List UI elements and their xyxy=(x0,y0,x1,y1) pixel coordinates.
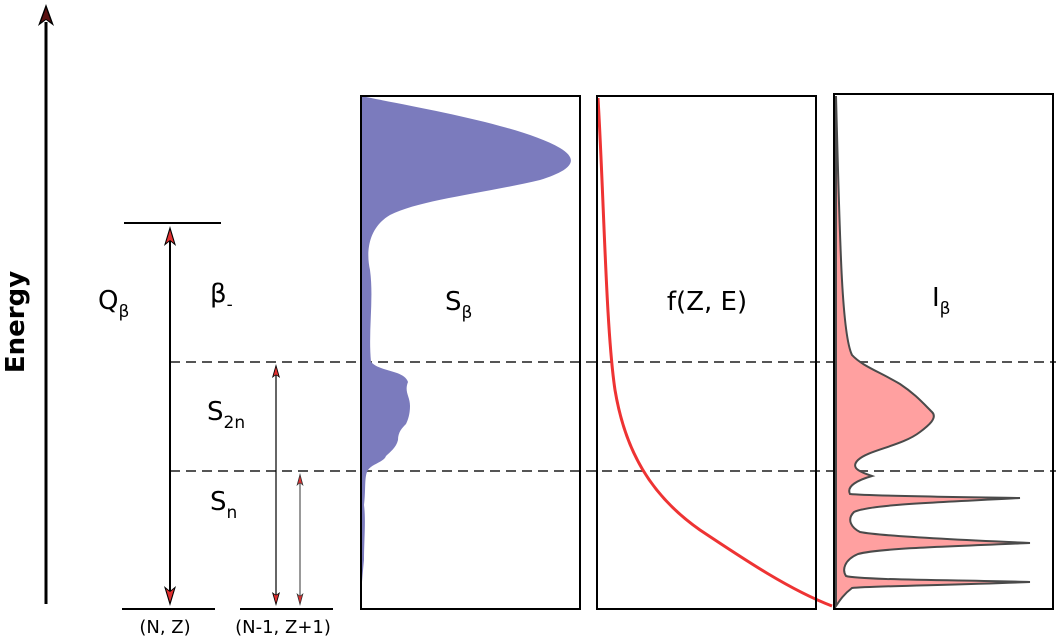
fermi-panel: f(Z, E) xyxy=(596,95,833,610)
fermi-panel-label: f(Z, E) xyxy=(667,287,747,317)
fermi-curve xyxy=(596,97,833,608)
strength-panel: Sβ xyxy=(360,95,581,610)
strength-distribution xyxy=(361,96,571,600)
q-beta-label: Qβ xyxy=(98,286,129,322)
strength-panel-frame xyxy=(360,95,581,610)
intensity-distribution xyxy=(835,95,1031,610)
energy-axis-label: Energy xyxy=(1,271,31,373)
daughter-nucleus-label: (N-1, Z+1) xyxy=(235,617,331,638)
sn-arrow xyxy=(296,473,304,606)
s2n-arrow xyxy=(272,364,280,606)
intensity-panel-label: Iβ xyxy=(932,283,951,319)
intensity-panel-frame xyxy=(833,93,1054,610)
parent-nucleus-label: (N, Z) xyxy=(139,617,190,638)
strength-panel-label: Sβ xyxy=(445,287,472,323)
q-beta-arrow xyxy=(164,226,176,606)
energy-axis: Energy xyxy=(1,4,54,604)
beta-minus-label: β- xyxy=(210,279,233,315)
intensity-panel: Iβ xyxy=(833,93,1054,610)
fermi-panel-frame xyxy=(596,95,817,610)
sn-label: Sn xyxy=(210,487,237,523)
s2n-label: S2n xyxy=(207,397,245,433)
